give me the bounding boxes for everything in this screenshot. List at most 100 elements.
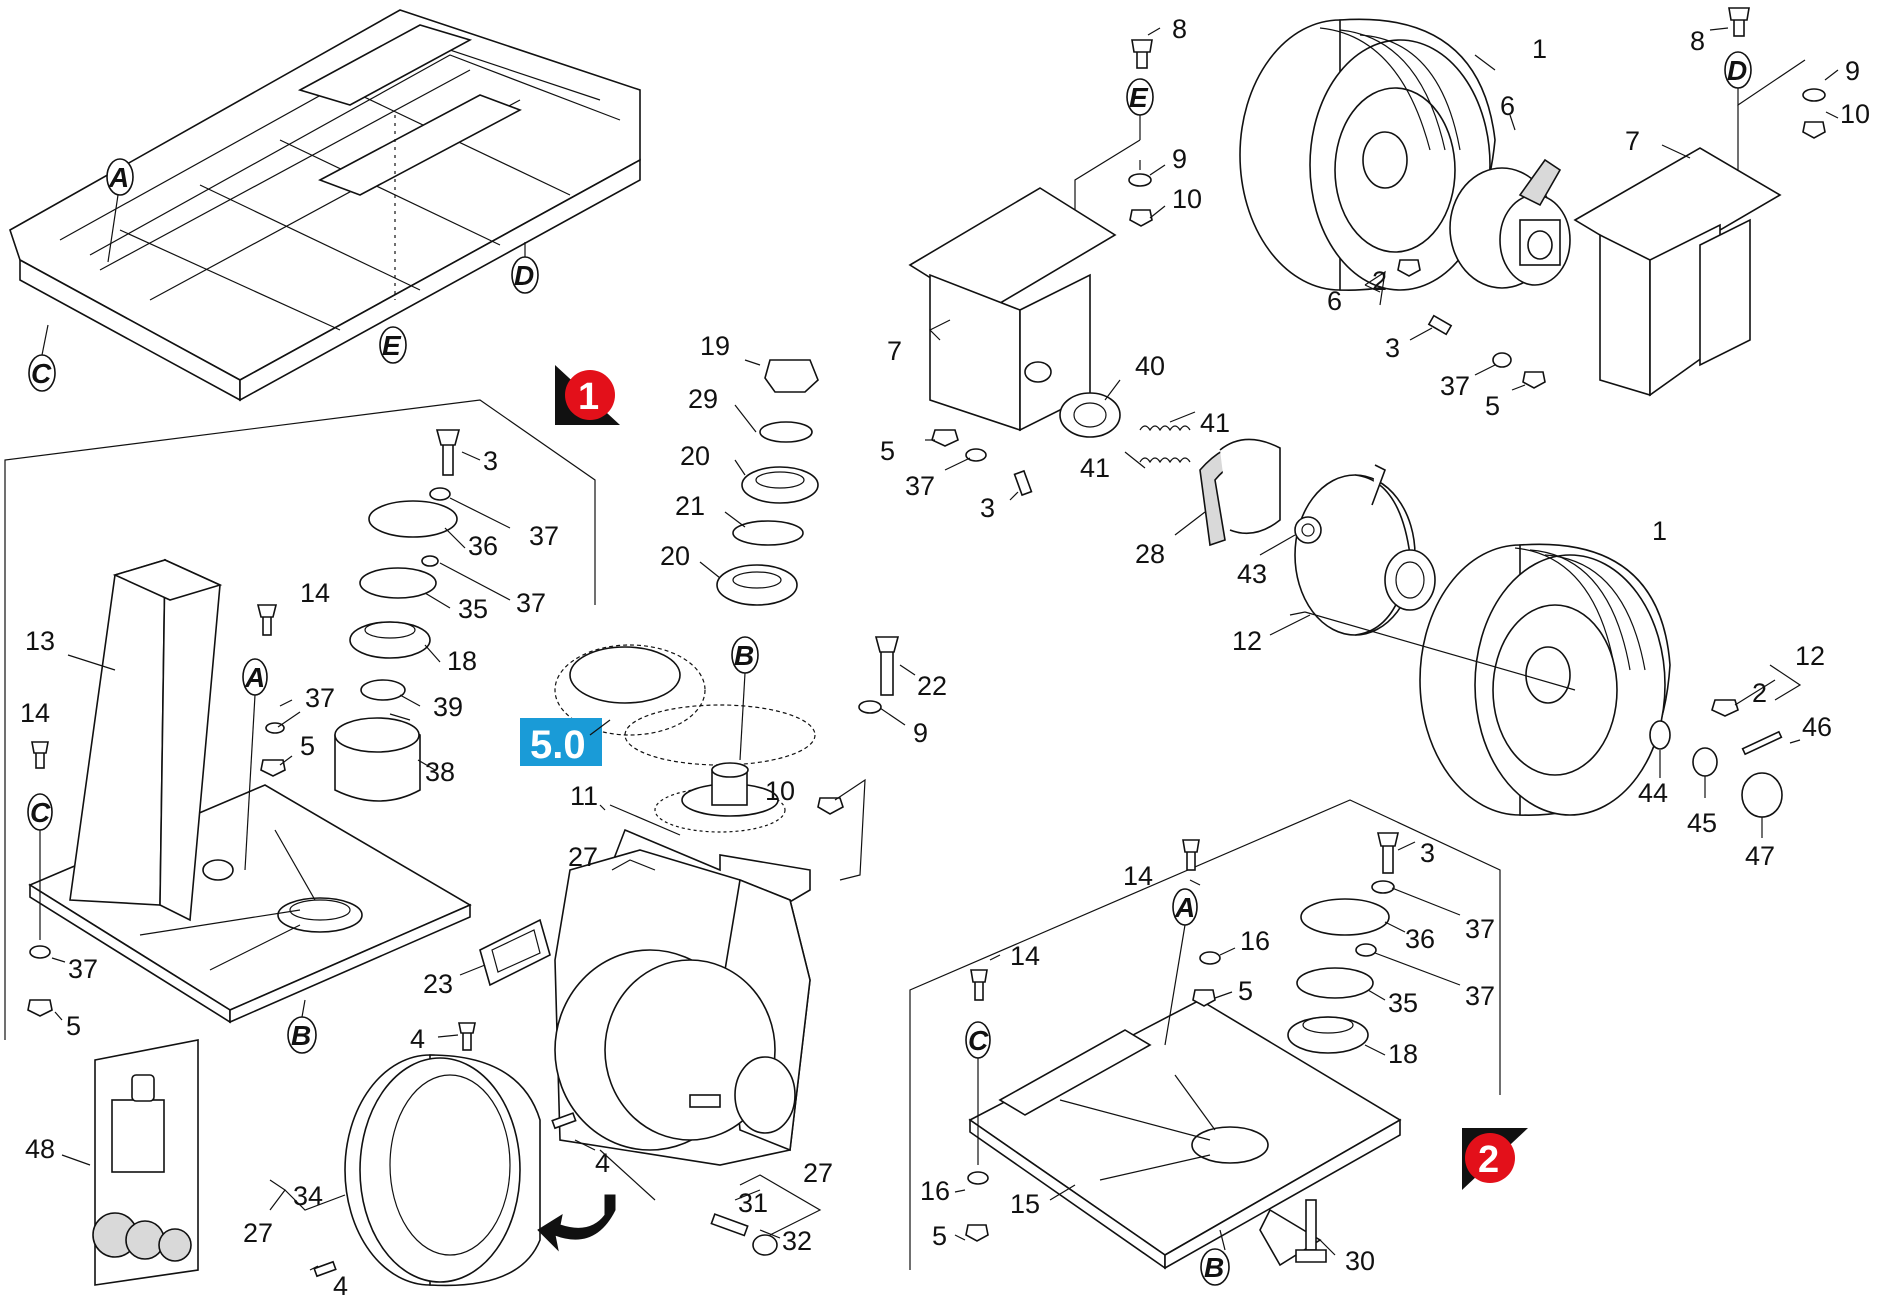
label-27: 27 (568, 842, 598, 872)
bracket-7b (1573, 147, 1782, 397)
section-box-5-0: 5.0 (520, 718, 602, 767)
label-1: 1 (1532, 34, 1547, 64)
right-ref-B: B (1200, 1248, 1230, 1286)
label-29: 29 (688, 384, 718, 414)
svg-text:2: 2 (1478, 1139, 1499, 1181)
right-ref-C: C (965, 1021, 991, 1242)
nut-5-washer-37 (931, 429, 987, 462)
right-bolt-14d (970, 969, 988, 1001)
left-stack-parts (334, 429, 461, 802)
top-ref-E: E (1074, 78, 1154, 250)
label-5: 5 (932, 1221, 947, 1251)
label-8: 8 (1172, 14, 1187, 44)
label-9: 9 (1845, 56, 1860, 86)
label-14: 14 (300, 578, 330, 608)
label-5: 5 (880, 436, 895, 466)
label-13: 13 (25, 626, 55, 656)
label-10: 10 (1172, 184, 1202, 214)
label-6: 6 (1500, 91, 1515, 121)
label-47: 47 (1745, 841, 1775, 871)
label-37: 37 (1440, 371, 1470, 401)
label-14: 14 (1123, 861, 1153, 891)
label-27: 27 (803, 1158, 833, 1188)
svg-text:B: B (291, 1020, 311, 1051)
label-30: 30 (1345, 1246, 1375, 1276)
label-32: 32 (782, 1226, 812, 1256)
label-14: 14 (1010, 941, 1040, 971)
label-35: 35 (1388, 988, 1418, 1018)
svg-text:B: B (734, 640, 754, 671)
rotation-arrow (537, 1194, 616, 1252)
left-ref-C: C (27, 793, 53, 1017)
badge-2: 2 (1462, 1128, 1528, 1190)
gear-housing-27 (554, 828, 811, 1166)
bolt-2-3-5-37 (1397, 259, 1546, 389)
label-9: 9 (913, 718, 928, 748)
bolt-8b (1728, 7, 1750, 37)
frame-ref-C: C (28, 324, 56, 392)
svg-text:D: D (1727, 55, 1747, 86)
label-37: 37 (1465, 914, 1495, 944)
label-28: 28 (1135, 539, 1165, 569)
svg-text:C: C (968, 1025, 989, 1056)
svg-text:5.0: 5.0 (530, 723, 586, 767)
label-40: 40 (1135, 351, 1165, 381)
label-36: 36 (1405, 924, 1435, 954)
label-5: 5 (1485, 391, 1500, 421)
label-1: 1 (1652, 516, 1667, 546)
bolt-30 (1295, 1199, 1327, 1263)
label-8: 8 (1690, 26, 1705, 56)
label-27: 27 (243, 1218, 273, 1248)
frame-ref-D: D (511, 242, 539, 294)
frame-ref-A: A (106, 158, 134, 263)
label-41: 41 (1200, 408, 1230, 438)
label-5: 5 (1238, 976, 1253, 1006)
label-45: 45 (1687, 808, 1717, 838)
label-3: 3 (1385, 333, 1400, 363)
label-36: 36 (468, 531, 498, 561)
label-41: 41 (1080, 453, 1110, 483)
bolt-4a (458, 1022, 476, 1051)
label-2: 2 (1372, 266, 1387, 296)
label-20: 20 (680, 441, 710, 471)
label-3: 3 (1420, 838, 1435, 868)
svg-text:E: E (382, 330, 402, 361)
label-2: 2 (1752, 678, 1767, 708)
label-19: 19 (700, 331, 730, 361)
oil-kit-48 (92, 1039, 199, 1286)
label-39: 39 (433, 692, 463, 722)
label-18: 18 (1388, 1039, 1418, 1069)
brake-drum-12 (1294, 464, 1436, 636)
mid-ref-B: B (731, 636, 759, 761)
chain-sprockets (554, 644, 816, 833)
bearing-43 (1294, 516, 1322, 544)
right-stack-parts (1287, 832, 1400, 1054)
label-43: 43 (1237, 559, 1267, 589)
brake-shoes-28 (1199, 438, 1281, 547)
svg-text:E: E (1129, 82, 1149, 113)
springs-41 (1139, 425, 1191, 464)
bolt-4b (551, 1112, 577, 1130)
mid-bolt-22 (817, 636, 900, 815)
label-21: 21 (675, 491, 705, 521)
left-ref-B: B (287, 1016, 317, 1054)
bolt-4c (313, 1260, 337, 1278)
label-12: 12 (1795, 641, 1825, 671)
left-column-13 (69, 558, 223, 922)
leader-lines (51, 27, 1839, 1271)
svg-text:C: C (30, 797, 51, 828)
label-44: 44 (1638, 778, 1668, 808)
svg-text:A: A (244, 662, 265, 693)
label-5: 5 (66, 1011, 81, 1041)
label-46: 46 (1802, 712, 1832, 742)
label-37: 37 (529, 521, 559, 551)
label-35: 35 (458, 594, 488, 624)
label-3: 3 (483, 446, 498, 476)
hub-6 (1449, 158, 1571, 289)
label-37: 37 (68, 954, 98, 984)
label-14: 14 (20, 698, 50, 728)
label-10: 10 (1840, 99, 1870, 129)
wheel-1-top (1239, 18, 1496, 291)
right-ref-A: A (1164, 888, 1221, 1046)
